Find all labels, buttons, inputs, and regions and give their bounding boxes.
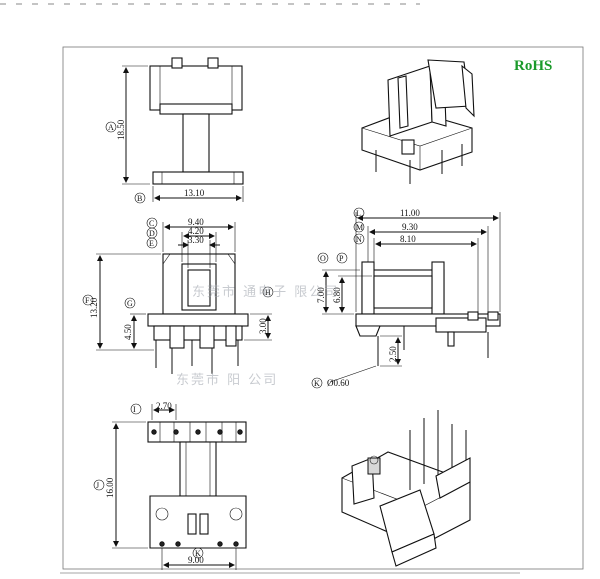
rohs-badge: RoHS: [514, 58, 552, 74]
dim-2-50: 2.50: [388, 346, 398, 362]
dim-9-40: 9.40: [188, 217, 204, 227]
label-circle-a: [105, 121, 117, 133]
front-view: 18.50 13.10 A B: [105, 57, 244, 204]
svg-text:K: K: [195, 549, 201, 558]
dim-18-50: 18.50: [116, 119, 126, 140]
label-circle-b: [134, 192, 146, 204]
svg-text:O: O: [320, 254, 326, 263]
dim-7-00: 7.00: [316, 287, 326, 303]
svg-text:J: J: [96, 481, 99, 490]
label-circle-e: [146, 237, 158, 249]
dim-3-30: 3.30: [188, 235, 204, 245]
dim-4-50: 4.50: [123, 324, 133, 340]
dim-4-20: 4.20: [188, 226, 204, 236]
svg-text:A: A: [108, 123, 114, 132]
dim-8-10: 8.10: [400, 234, 416, 244]
svg-text:P: P: [339, 254, 344, 263]
svg-text:I: I: [133, 405, 136, 414]
label-circle-m: [353, 221, 365, 233]
dim-9-00: 9.00: [188, 555, 204, 565]
dim-9-30: 9.30: [402, 222, 418, 232]
dim-16-00: 16.00: [105, 477, 115, 498]
label-circle-o: [317, 252, 329, 264]
svg-text:C: C: [149, 219, 154, 228]
dim-11-00: 11.00: [400, 208, 420, 218]
plan-view: 2.70 16.00 9.00 I J K: [93, 401, 247, 570]
label-circle-n: [353, 233, 365, 245]
svg-text:N: N: [356, 235, 362, 244]
svg-text:L: L: [356, 209, 361, 218]
svg-text:F: F: [85, 296, 90, 305]
dim-13-20: 13.20: [89, 297, 99, 318]
drawing-frame: [62, 46, 584, 570]
label-circle-l: [353, 207, 365, 219]
label-circle-k-right: [311, 377, 323, 389]
label-circle-i: [130, 403, 142, 415]
label-circle-f: [82, 294, 94, 306]
side-view: 9.40 4.20 3.30 13.20 4.50 3.00 C D E F G: [82, 217, 274, 374]
dim-3-00: 3.00: [258, 318, 268, 334]
dim-6-80: 6.80: [332, 287, 342, 303]
dim-2-70: 2.70: [156, 401, 172, 411]
dim-13-10: 13.10: [184, 188, 205, 198]
svg-text:B: B: [137, 194, 142, 203]
isometric-view-top: [361, 59, 475, 184]
svg-text:E: E: [149, 239, 154, 248]
isometric-view-bottom: [341, 410, 471, 567]
label-circle-h: [262, 286, 274, 298]
svg-text:G: G: [127, 299, 133, 308]
label-circle-k: [192, 547, 204, 559]
label-circle-p: [336, 252, 348, 264]
svg-text:H: H: [265, 288, 271, 297]
svg-text:K: K: [314, 379, 320, 388]
dim-pin-diameter: Ø0.60: [327, 378, 350, 388]
label-circle-j: [93, 479, 105, 491]
watermark-company: 东莞市 通电子 限公司: [192, 284, 339, 300]
svg-text:D: D: [149, 229, 155, 238]
end-view: 11.00 9.30 8.10 7.00 6.80 2.50 Ø0.60 L M…: [311, 207, 501, 389]
watermark-partial: 东莞市 阳 公司: [176, 372, 278, 388]
svg-text:M: M: [356, 223, 363, 232]
label-circle-g: [124, 297, 136, 309]
